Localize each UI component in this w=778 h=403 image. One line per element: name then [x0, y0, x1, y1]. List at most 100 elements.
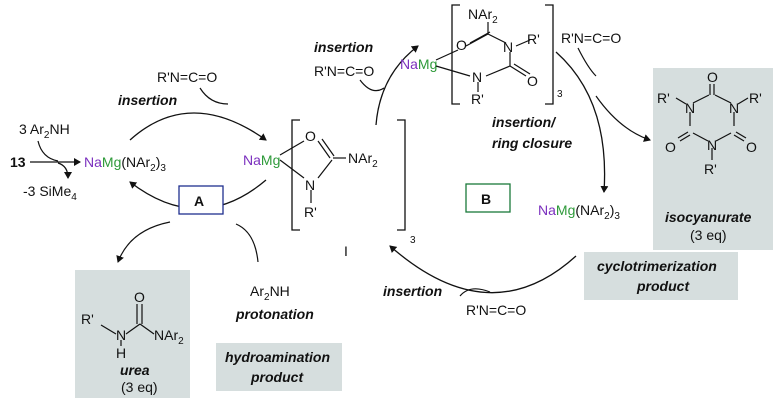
- iso-bond: [714, 94, 732, 104]
- urea-name: urea: [120, 362, 150, 378]
- urea-n: N: [116, 327, 126, 343]
- cycle-a-top-label: insertion: [118, 92, 177, 108]
- iso-o3: O: [746, 139, 757, 155]
- cycle-a-label-box: [178, 185, 224, 215]
- iso-o2: O: [665, 139, 676, 155]
- intermediate-i-roman: I: [344, 243, 348, 259]
- cycle-b-bottom-label: insertion: [383, 283, 442, 299]
- intermediate-i-bond: [279, 159, 305, 179]
- iso-bond: [677, 131, 689, 139]
- iso-n3: N: [707, 137, 717, 153]
- top-intermediate-left-bracket: [451, 4, 460, 105]
- intermediate-i-bond: [321, 138, 335, 157]
- urea-r: R': [81, 311, 94, 327]
- intermediate-i-o: O: [305, 128, 316, 144]
- cycle-b-top-right-reagent-arrow: [577, 47, 597, 77]
- iso-bond: [679, 134, 691, 142]
- urea-eq: (3 eq): [121, 379, 158, 395]
- iso-bond: [692, 132, 709, 142]
- cycle-b-bottom-reagent-arrow: [459, 288, 491, 297]
- top-intermediate-bond: [513, 63, 531, 75]
- cycle-a-bottom-reagent: Ar2NH: [250, 283, 290, 303]
- intermediate-i-n: N: [305, 177, 315, 193]
- sime4-byproduct: -3 SiMe4: [23, 183, 77, 203]
- top-intermediate-n1: N: [503, 39, 513, 55]
- cycle-b-left-arc: [375, 45, 419, 126]
- namg-center-a: NaMg(NAr2)3: [84, 154, 166, 174]
- iso-name: isocyanurate: [665, 209, 752, 225]
- cycle-b-top-left-label: insertion: [314, 39, 373, 55]
- intermediate-i-nar2: NAr2: [348, 150, 378, 170]
- cycle-b-top-left-reagent-arrow: [359, 79, 385, 92]
- isocyanurate-box-bg: [653, 68, 773, 250]
- intermediate-i-bond: [279, 140, 305, 156]
- urea-bond: [100, 324, 117, 335]
- intermediate-i-left-bracket: [291, 119, 300, 231]
- top-intermediate-r1: R': [527, 31, 540, 47]
- top-intermediate-o1: O: [456, 37, 467, 53]
- top-intermediate-o2: O: [527, 73, 538, 89]
- intermediate-i-namg: NaMg: [243, 152, 280, 168]
- arrow-ar2nh-in: [37, 140, 59, 162]
- intermediate-i-bond: [317, 159, 333, 179]
- hydroamination-line1: hydroamination: [225, 349, 330, 365]
- top-intermediate-n2: N: [472, 69, 482, 85]
- cycle-b-top-right-reagent: R'N=C=O: [561, 30, 621, 46]
- iso-eq: (3 eq): [690, 227, 727, 243]
- cyclotrimerization-line1: cyclotrimerization: [597, 258, 717, 274]
- top-intermediate-bond: [487, 33, 507, 44]
- cycle-b-right-label-2: ring closure: [492, 135, 572, 151]
- cycle-b-right-arc: [555, 51, 609, 193]
- urea-h: H: [116, 345, 126, 361]
- cycle-a-top-reagent-arrow: [199, 87, 229, 105]
- cycle-b-right-label-1: insertion/: [492, 114, 557, 130]
- cycle-a-bottom-reagent-arrow: [235, 223, 259, 263]
- iso-o1: O: [707, 69, 718, 85]
- iso-n2: N: [729, 100, 739, 116]
- urea-o: O: [134, 289, 145, 305]
- top-intermediate-bond: [485, 65, 511, 77]
- cycle-b-label: B: [481, 191, 491, 207]
- cycle-b-bottom-arc: [389, 245, 577, 294]
- cycle-a-top-arc: [129, 112, 267, 141]
- iso-bond: [733, 134, 745, 142]
- cyclotrimerization-line2: product: [636, 278, 690, 294]
- iso-r2: R': [749, 90, 762, 106]
- intermediate-i-r: R': [304, 204, 317, 220]
- cycle-b-bottom-reagent: R'N=C=O: [466, 302, 526, 318]
- hydroamination-box-bg: [216, 343, 342, 391]
- cyclotrimerization-box-bg: [584, 252, 738, 300]
- cycle-b-label-box: [465, 183, 511, 213]
- intermediate-i-bond: [317, 140, 331, 159]
- top-intermediate-subscript: 3: [557, 89, 563, 100]
- intermediate-i-subscript: 3: [410, 235, 416, 246]
- top-intermediate-bond: [515, 39, 531, 47]
- cycle-a-urea-exit: [116, 221, 171, 263]
- reagent-13: 13: [10, 154, 26, 170]
- hydroamination-line2: product: [250, 369, 304, 385]
- iso-r3: R': [704, 161, 717, 177]
- cycle-b-iso-exit: [595, 95, 651, 142]
- urea-bond: [125, 323, 141, 335]
- intermediate-i-right-bracket: [397, 119, 406, 231]
- top-intermediate-bond: [509, 65, 527, 77]
- top-intermediate-bond: [435, 65, 471, 77]
- arrow-sime4-out: [57, 162, 72, 179]
- iso-bond: [737, 97, 749, 105]
- iso-bond: [692, 94, 710, 104]
- namg-center-b: NaMg(NAr2)3: [538, 202, 620, 222]
- urea-bond: [139, 323, 155, 335]
- cycle-a-bottom-label: protonation: [235, 306, 314, 322]
- iso-r1: R': [657, 90, 670, 106]
- top-intermediate-namg: NaMg: [400, 56, 437, 72]
- iso-bond: [715, 132, 732, 142]
- cycle-b-top-left-reagent: R'N=C=O: [314, 63, 374, 79]
- top-intermediate-nar2: NAr2: [468, 6, 498, 26]
- top-intermediate-bond: [435, 49, 459, 61]
- urea-box-bg: [75, 270, 190, 398]
- urea-nar2: NAr2: [154, 327, 184, 347]
- top-intermediate-r2: R': [471, 91, 484, 107]
- top-intermediate-bond: [465, 33, 489, 47]
- top-intermediate-right-bracket: [545, 4, 554, 105]
